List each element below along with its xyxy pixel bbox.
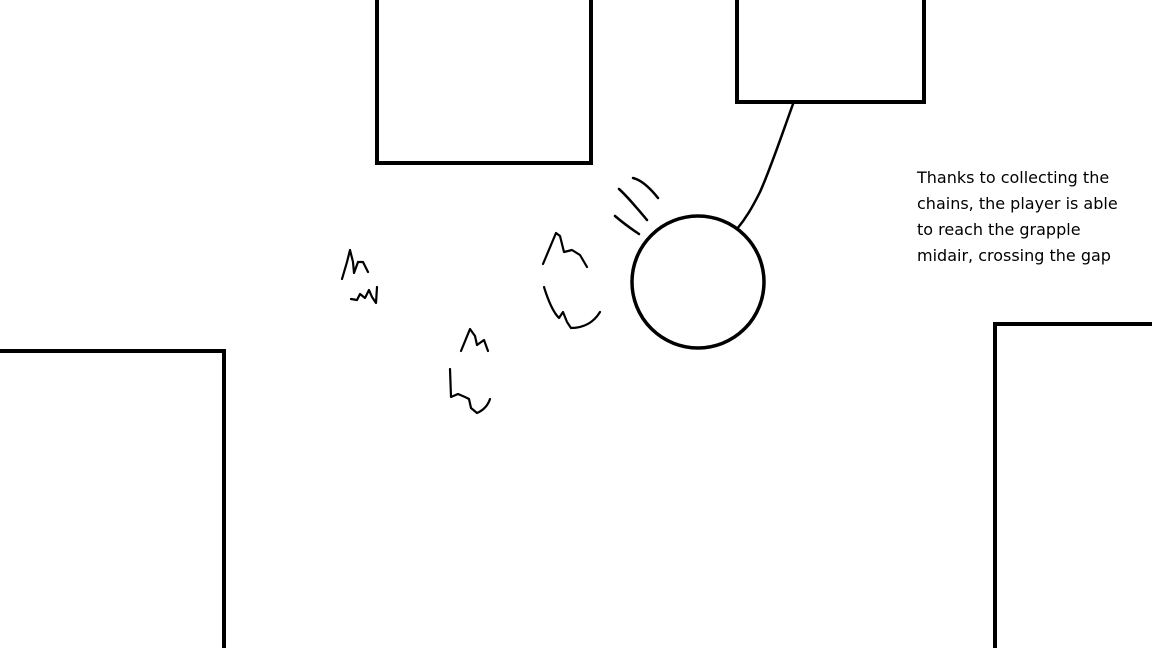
caption-line-3: to reach the grapple xyxy=(917,220,1081,239)
ceiling-block-right xyxy=(735,0,926,104)
motion-trail-icon xyxy=(340,231,602,415)
caption-line-1: Thanks to collecting the xyxy=(917,168,1110,187)
caption-line-4: midair, crossing the gap xyxy=(917,246,1111,265)
ground-ledge-right xyxy=(993,322,1152,648)
speed-lines-icon xyxy=(613,176,660,236)
caption-text: Thanks to collecting the chains, the pla… xyxy=(917,165,1142,269)
ceiling-block-left xyxy=(375,0,593,165)
caption-line-2: chains, the player is able xyxy=(917,194,1118,213)
ground-ledge-left xyxy=(0,349,226,648)
player-ball-icon xyxy=(630,214,766,350)
grapple-chain xyxy=(735,102,795,231)
